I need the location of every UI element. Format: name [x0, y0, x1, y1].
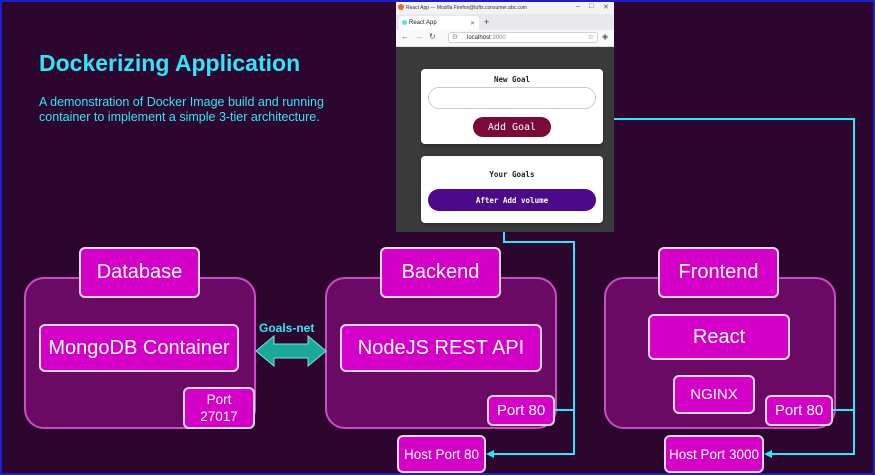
goal-input[interactable] [428, 87, 596, 109]
backend-connector [486, 232, 575, 458]
backend-port: Port 80 [487, 395, 555, 426]
forward-icon[interactable]: → [415, 32, 423, 41]
your-goals-title: Your Goals [489, 170, 535, 179]
reload-icon[interactable]: ↻ [429, 32, 436, 41]
frontend-port: Port 80 [765, 395, 833, 426]
database-label: Database [79, 247, 200, 298]
database-port: Port 27017 [183, 387, 255, 429]
page-subtitle: A demonstration of Docker Image build an… [39, 95, 324, 124]
page-info-icon: ⊙ [452, 34, 458, 41]
maximize-icon[interactable]: □ [589, 3, 594, 10]
bookmark-star-icon[interactable]: ☆ [587, 34, 594, 41]
react-favicon-icon [402, 20, 407, 25]
new-goal-title: New Goal [493, 75, 531, 84]
network-label: Goals-net [259, 321, 315, 335]
tab-label: React App [409, 20, 437, 26]
new-goal-card: New Goal Add Goal [421, 69, 603, 144]
page-title: Dockerizing Application [39, 50, 301, 76]
nodejs-container: NodeJS REST API [340, 324, 542, 372]
firefox-icon [398, 4, 404, 10]
database-port-text: Port 27017 [200, 392, 238, 424]
pocket-icon[interactable]: ◈ [602, 32, 609, 41]
browser-window: React App — Mozilla Firefox@tufts.consum… [396, 2, 614, 232]
window-title: React App — Mozilla Firefox@tufts.consum… [406, 5, 527, 11]
nginx-box: NGINX [673, 375, 755, 414]
frontend-host-port: Host Port 3000 [664, 435, 764, 473]
frontend-connector [614, 118, 855, 458]
url-port: :3000 [490, 34, 506, 41]
new-tab-icon[interactable]: + [484, 17, 490, 27]
tab-close-icon[interactable]: ✕ [469, 20, 475, 27]
goal-item[interactable]: After Add volume [428, 189, 596, 211]
add-goal-button[interactable]: Add Goal [473, 117, 551, 137]
url-bar[interactable]: ⊙ localhost:3000 ☆ [448, 32, 598, 43]
backend-host-port: Host Port 80 [397, 435, 486, 473]
minimize-icon[interactable]: – [576, 3, 580, 10]
close-icon[interactable]: ✕ [603, 4, 609, 11]
your-goals-card: Your Goals After Add volume [421, 156, 603, 223]
network-double-arrow [255, 334, 327, 368]
url-host: localhost [467, 34, 491, 41]
backend-label: Backend [380, 247, 501, 298]
browser-titlebar: React App — Mozilla Firefox@tufts.consum… [396, 2, 614, 14]
browser-tabbar: React App ✕ + [396, 14, 614, 30]
browser-navbar: ← → ↻ ⊙ localhost:3000 ☆ ◈ [396, 30, 614, 47]
react-container: React [648, 314, 790, 360]
frontend-label: Frontend [658, 247, 779, 298]
back-icon[interactable]: ← [401, 32, 409, 41]
tab-react-app[interactable]: React App ✕ [399, 16, 479, 30]
mongodb-container: MongoDB Container [39, 324, 239, 372]
browser-content: New Goal Add Goal Your Goals After Add v… [396, 47, 614, 232]
